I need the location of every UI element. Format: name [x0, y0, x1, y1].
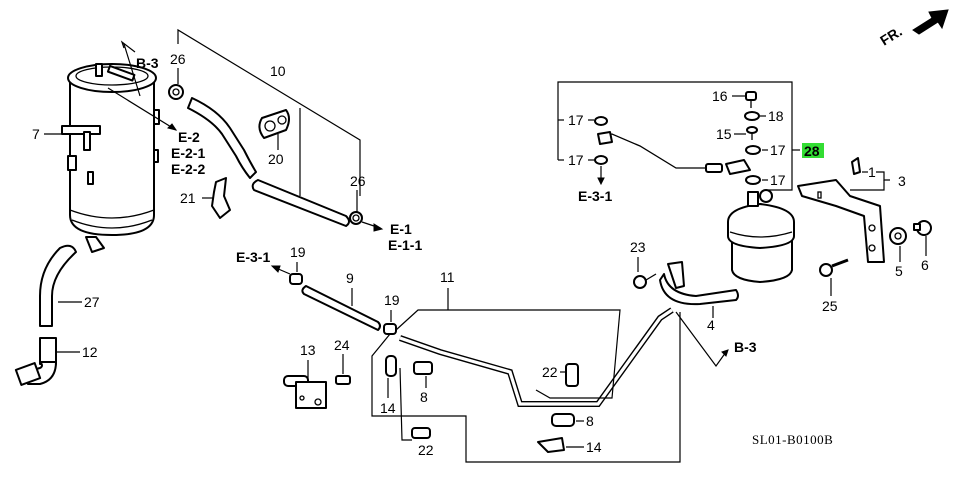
nut-part-5[interactable]: 5 [889, 227, 907, 279]
callout-7: 7 [32, 126, 64, 142]
clamp-part-26-top[interactable]: 26 [168, 51, 186, 100]
clip-part-14-center[interactable]: 14 [537, 437, 602, 455]
ref-b3-top[interactable]: B-3 [120, 40, 159, 97]
bolt-part-25[interactable]: 25 [819, 258, 849, 314]
part-number-label: 26 [350, 173, 366, 189]
part-number-label: 25 [822, 298, 838, 314]
fuel-filter[interactable] [727, 189, 795, 283]
washer-part-17-d[interactable]: 17 [745, 172, 786, 188]
fuel-line-part-28[interactable] [597, 131, 751, 175]
front-label: FR. [877, 23, 905, 49]
ref-e3-1-left[interactable]: E-3-1 [236, 249, 291, 275]
ref-e2-2: E-2-2 [171, 161, 205, 177]
part-number-label: 14 [380, 400, 396, 416]
part-number-label: B-3 [136, 55, 159, 71]
part-number-label: 9 [346, 270, 354, 286]
callout-10: 10 [177, 28, 361, 196]
part-number-label: 14 [586, 439, 602, 455]
part-number-label: 16 [712, 88, 728, 104]
bolt-part-16[interactable]: 16 [712, 88, 757, 108]
bolt-part-8-upper[interactable]: 8 [413, 361, 433, 405]
elbow-part-12[interactable]: 12 [14, 337, 98, 386]
part-number-label: 10 [270, 63, 286, 79]
drawing-code: SL01-B0100B [752, 432, 833, 447]
part-number-label: 26 [170, 51, 186, 67]
part-number-label: 17 [770, 142, 786, 158]
part-number-label: 8 [586, 413, 594, 429]
callout-28-highlighted[interactable]: 28 [792, 143, 824, 159]
bracket-part-3[interactable]: 1 3 [797, 157, 906, 263]
pipe-part-11[interactable]: 11 [395, 269, 674, 407]
part-number-label: 12 [82, 344, 98, 360]
pipe-part-9[interactable]: 9 [301, 270, 381, 331]
hose-part-27[interactable]: 27 [39, 244, 100, 327]
part-number-label: 18 [768, 108, 784, 124]
canister-part-7[interactable] [61, 63, 160, 253]
ref-b3-right[interactable]: B-3 [675, 311, 757, 368]
part-number-label: 17 [770, 172, 786, 188]
ref-e1-group[interactable]: E-1 E-1-1 [361, 221, 422, 253]
ref-e1: E-1 [390, 221, 412, 237]
part-number-label: 19 [290, 244, 306, 260]
part-number-label: 11 [440, 269, 455, 285]
bracket-part-13[interactable]: 13 [283, 342, 327, 409]
part-number-label: 27 [84, 294, 100, 310]
part-number-label: 1 [868, 164, 876, 180]
highlight-badge [802, 143, 824, 158]
part-number-label: 15 [716, 126, 732, 142]
part-number-label: 7 [32, 126, 40, 142]
part-number-label: 22 [418, 442, 434, 458]
part-number-label: 22 [542, 364, 558, 380]
clamp-part-19-left[interactable]: 19 [289, 244, 306, 285]
bolt-part-22-center[interactable]: 22 [542, 363, 579, 387]
clamp-part-20[interactable]: 20 [258, 109, 290, 167]
part-number-label: E-3-1 [578, 188, 612, 204]
washer-part-17-b[interactable]: 17 [558, 152, 608, 168]
washer-part-17-c[interactable]: 17 [745, 142, 786, 158]
part-number-label: 5 [895, 263, 903, 279]
washer-part-17-a[interactable]: 17 [558, 112, 608, 128]
part-number-label: 24 [334, 337, 350, 353]
part-number-label: 3 [898, 173, 906, 189]
bolt-part-22-lower[interactable]: 22 [411, 427, 434, 458]
part-number-label: B-3 [734, 339, 757, 355]
part-number-label: 21 [180, 190, 196, 206]
part-number-label: 23 [630, 239, 646, 255]
part-number-label: 20 [268, 151, 284, 167]
clamp-part-19-right[interactable]: 19 [383, 292, 400, 335]
front-arrow-icon: FR. [877, 9, 949, 49]
hose-part-10[interactable] [187, 97, 350, 227]
ref-e2-1: E-2-1 [171, 145, 205, 161]
strap-part-4[interactable]: 4 [659, 261, 739, 333]
clamp-part-26-bottom[interactable]: 26 [349, 173, 366, 225]
clip-part-14-upper[interactable]: 14 [380, 355, 397, 416]
ref-e2: E-2 [178, 129, 200, 145]
leader-bracket-lower [371, 312, 681, 463]
ref-e1-1: E-1-1 [388, 237, 422, 253]
part-number-label: 19 [384, 292, 400, 308]
washer-part-18[interactable]: 18 [744, 108, 784, 124]
part-number-label: 8 [420, 389, 428, 405]
leader-bracket-top-right [557, 81, 793, 191]
bolt-part-15[interactable]: 15 [716, 126, 758, 142]
bolt-part-8-center[interactable]: 8 [551, 413, 594, 429]
ref-e3-1-top[interactable]: E-3-1 [578, 166, 612, 204]
part-number-label: 28 [804, 143, 820, 159]
cap-part-6[interactable]: 6 [913, 220, 932, 273]
part-number-label: E-3-1 [236, 249, 270, 265]
clip-part-21[interactable]: 21 [180, 177, 231, 219]
part-number-label: 4 [707, 317, 715, 333]
part-number-label: 17 [568, 112, 584, 128]
bolt-part-23[interactable]: 23 [630, 239, 657, 289]
bolt-part-24[interactable]: 24 [334, 337, 351, 385]
part-number-label: 6 [921, 257, 929, 273]
part-number-label: 13 [300, 342, 316, 358]
part-number-label: 17 [568, 152, 584, 168]
ref-e2-group[interactable]: E-2 E-2-1 E-2-2 [107, 87, 205, 177]
